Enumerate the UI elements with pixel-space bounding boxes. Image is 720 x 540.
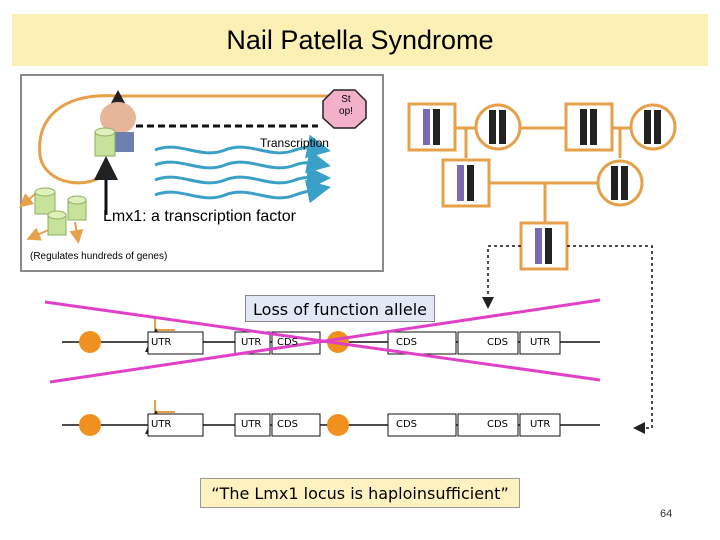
stop-label-line2: op!: [339, 106, 353, 117]
page-number: 64: [660, 508, 673, 520]
pedigree-female-gen1-right: [629, 103, 677, 151]
stop-sign-icon: [322, 89, 367, 129]
lmx-title: Lmx1: a transcription factor: [103, 208, 296, 225]
allele-bottom-seg-1: UTR: [151, 419, 172, 430]
protein-complex: [94, 90, 136, 157]
allele-top-seg-2: UTR: [241, 337, 262, 348]
allele-top-seg-6: UTR: [530, 337, 551, 348]
pedigree-to-allele-arrows: [482, 245, 653, 434]
pedigree-female-gen1: [474, 103, 522, 151]
allele-top-seg-1: UTR: [151, 337, 172, 348]
loss-label: Loss of function allele: [245, 295, 435, 322]
cylinders: [34, 187, 87, 236]
allele-bottom-seg-3: CDS: [277, 419, 299, 430]
allele-top-seg-4: CDS: [396, 337, 418, 348]
pedigree-female-gen2: [596, 159, 644, 207]
pedigree-male-gen2: [441, 158, 491, 208]
haploinsufficient-quote: “The Lmx1 locus is haploinsufficient”: [200, 478, 520, 508]
lmx-subtitle: (Regulates hundreds of genes): [30, 251, 168, 262]
transcription-waves: [154, 134, 331, 204]
stop-label-line1: St: [341, 94, 351, 105]
transcription-label: Transcription: [260, 136, 329, 150]
allele-bottom: [62, 400, 600, 437]
pedigree-male-gen1-right: [564, 102, 614, 152]
stop-label: St op!: [326, 94, 366, 118]
allele-bottom-seg-6: UTR: [530, 419, 551, 430]
loss-cross: [44, 298, 601, 384]
pedigree-child-gen3: [519, 221, 569, 271]
allele-bottom-seg-4: CDS: [396, 419, 418, 430]
slide-title: Nail Patella Syndrome: [226, 25, 494, 55]
allele-top-seg-3: CDS: [277, 337, 299, 348]
allele-bottom-seg-5: CDS: [487, 419, 509, 430]
title-bar: [12, 14, 708, 66]
allele-bottom-seg-2: UTR: [241, 419, 262, 430]
allele-top: [62, 318, 600, 355]
allele-top-seg-5: CDS: [487, 337, 509, 348]
pedigree-male-gen1: [407, 102, 457, 152]
